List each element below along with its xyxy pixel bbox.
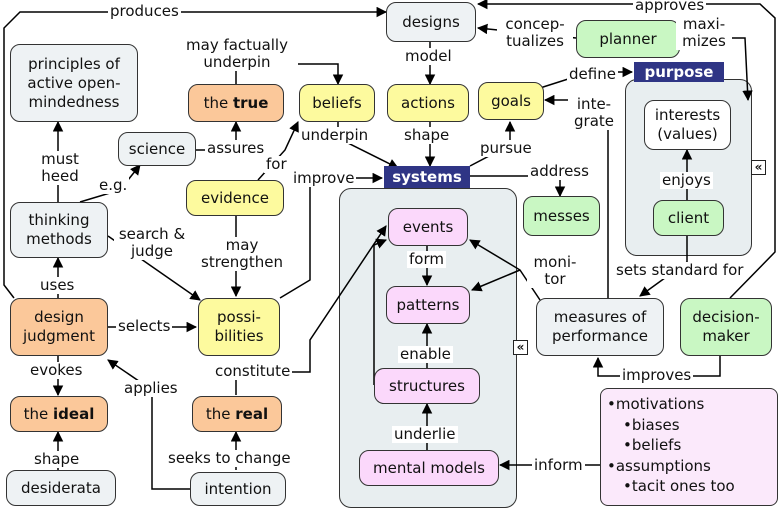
label-seeks-to-change: seeks to change [166,449,293,467]
possibilities-label: possi-bilities [214,308,264,345]
client-label: client [667,208,710,227]
the-true-label: the true [203,93,269,112]
label-assures: assures [205,139,267,157]
list-item: •biases [623,415,680,434]
measures-label: measures of performance [551,308,649,345]
evidence-label: evidence [200,188,269,207]
node-measures[interactable]: measures of performance [536,298,664,356]
label-approves: approves [633,0,707,14]
thinking-methods-label: thinking methods [26,211,92,248]
label-may-strengthen: may strengthen [194,237,290,271]
node-decision-maker[interactable]: decision-maker [680,298,772,356]
label-integrate: inte-grate [568,96,620,130]
structures-label: structures [389,376,465,395]
list-item: •tacit ones too [623,477,735,495]
designs-label: designs [402,12,460,31]
node-desiderata[interactable]: desiderata [6,470,116,506]
messes-label: messes [533,206,590,225]
purpose-label: purpose [644,63,714,81]
label-enjoys: enjoys [660,171,713,189]
list-item: •beliefs [623,436,682,454]
interests-label: interests (values) [654,106,721,143]
label-model: model [403,47,454,65]
label-improves: improves [620,366,694,384]
label-evokes: evokes [28,361,85,379]
events-label: events [402,217,454,236]
node-messes[interactable]: messes [523,196,600,236]
node-planner[interactable]: planner [576,20,680,58]
systems-label: systems [392,168,462,186]
label-sets-standard: sets standard for [614,261,746,279]
node-the-real[interactable]: the real [192,396,282,432]
label-conceptualizes: concep-tualizes [497,16,573,50]
the-real-label: the real [205,404,269,423]
list-item: •assumptions [607,456,711,475]
node-the-ideal[interactable]: the ideal [10,396,108,432]
decision-maker-label: decision-maker [692,308,760,345]
node-client[interactable]: client [653,200,724,236]
label-form: form [407,250,446,268]
mental-models-label: mental models [373,458,485,477]
label-enable: enable [398,345,453,363]
label-shape-bottom: shape [32,450,82,468]
label-uses: uses [38,276,77,294]
label-eg: e.g. [97,176,130,194]
label-pursue: pursue [478,139,534,157]
label-improve: improve [291,169,357,187]
node-principles[interactable]: principles of active open-mindedness [10,44,138,122]
label-maximizes: maxi-mizes [676,16,732,50]
the-ideal-label: the ideal [23,404,95,423]
node-evidence[interactable]: evidence [186,180,284,216]
node-design-judgment[interactable]: design judgment [10,298,108,356]
node-the-true[interactable]: the true [188,84,284,122]
node-influences-list[interactable]: •motivations •biases •beliefs •assumptio… [600,388,778,506]
node-science[interactable]: science [118,132,196,166]
desiderata-label: desiderata [21,478,101,497]
list-item: •motivations [607,395,705,413]
node-events[interactable]: events [388,208,468,246]
node-interests[interactable]: interests (values) [644,100,731,150]
node-systems-header[interactable]: systems [384,166,470,188]
label-produces: produces [108,2,181,20]
label-for: for [264,155,289,173]
label-applies: applies [122,379,180,397]
label-constitute: constitute [213,362,293,380]
node-thinking-methods[interactable]: thinking methods [10,202,108,258]
node-structures[interactable]: structures [374,368,480,404]
actions-label: actions [401,93,455,112]
label-selects: selects [116,317,173,335]
label-may-factually-underpin: may factually underpin [176,37,298,71]
intention-label: intention [204,479,272,498]
goals-label: goals [491,91,531,110]
patterns-label: patterns [396,295,460,314]
node-mental-models[interactable]: mental models [359,450,499,486]
beliefs-label: beliefs [312,93,362,112]
label-monitor: moni-tor [527,254,583,288]
node-patterns[interactable]: patterns [386,286,470,324]
node-intention[interactable]: intention [190,472,286,506]
label-underlie: underlie [392,425,458,443]
label-address: address [528,162,591,180]
node-purpose-header[interactable]: purpose [634,62,724,82]
principles-label: principles of active open-mindedness [27,54,121,111]
label-search-judge: search & judge [114,226,190,260]
label-underpin: underpin [299,126,371,144]
node-goals[interactable]: goals [478,82,544,120]
planner-label: planner [599,29,657,48]
design-judgment-label: design judgment [23,308,95,345]
node-actions[interactable]: actions [387,84,469,122]
label-shape-top: shape [402,126,452,144]
collapse-purpose-icon[interactable]: « [751,160,766,175]
label-inform: inform [532,456,585,474]
science-label: science [128,139,186,158]
label-define: define [567,65,618,83]
node-designs[interactable]: designs [386,2,476,42]
label-must-heed: must heed [30,151,90,185]
node-beliefs[interactable]: beliefs [299,84,375,122]
collapse-systems-icon[interactable]: « [513,340,528,355]
node-possibilities[interactable]: possi-bilities [198,298,280,356]
